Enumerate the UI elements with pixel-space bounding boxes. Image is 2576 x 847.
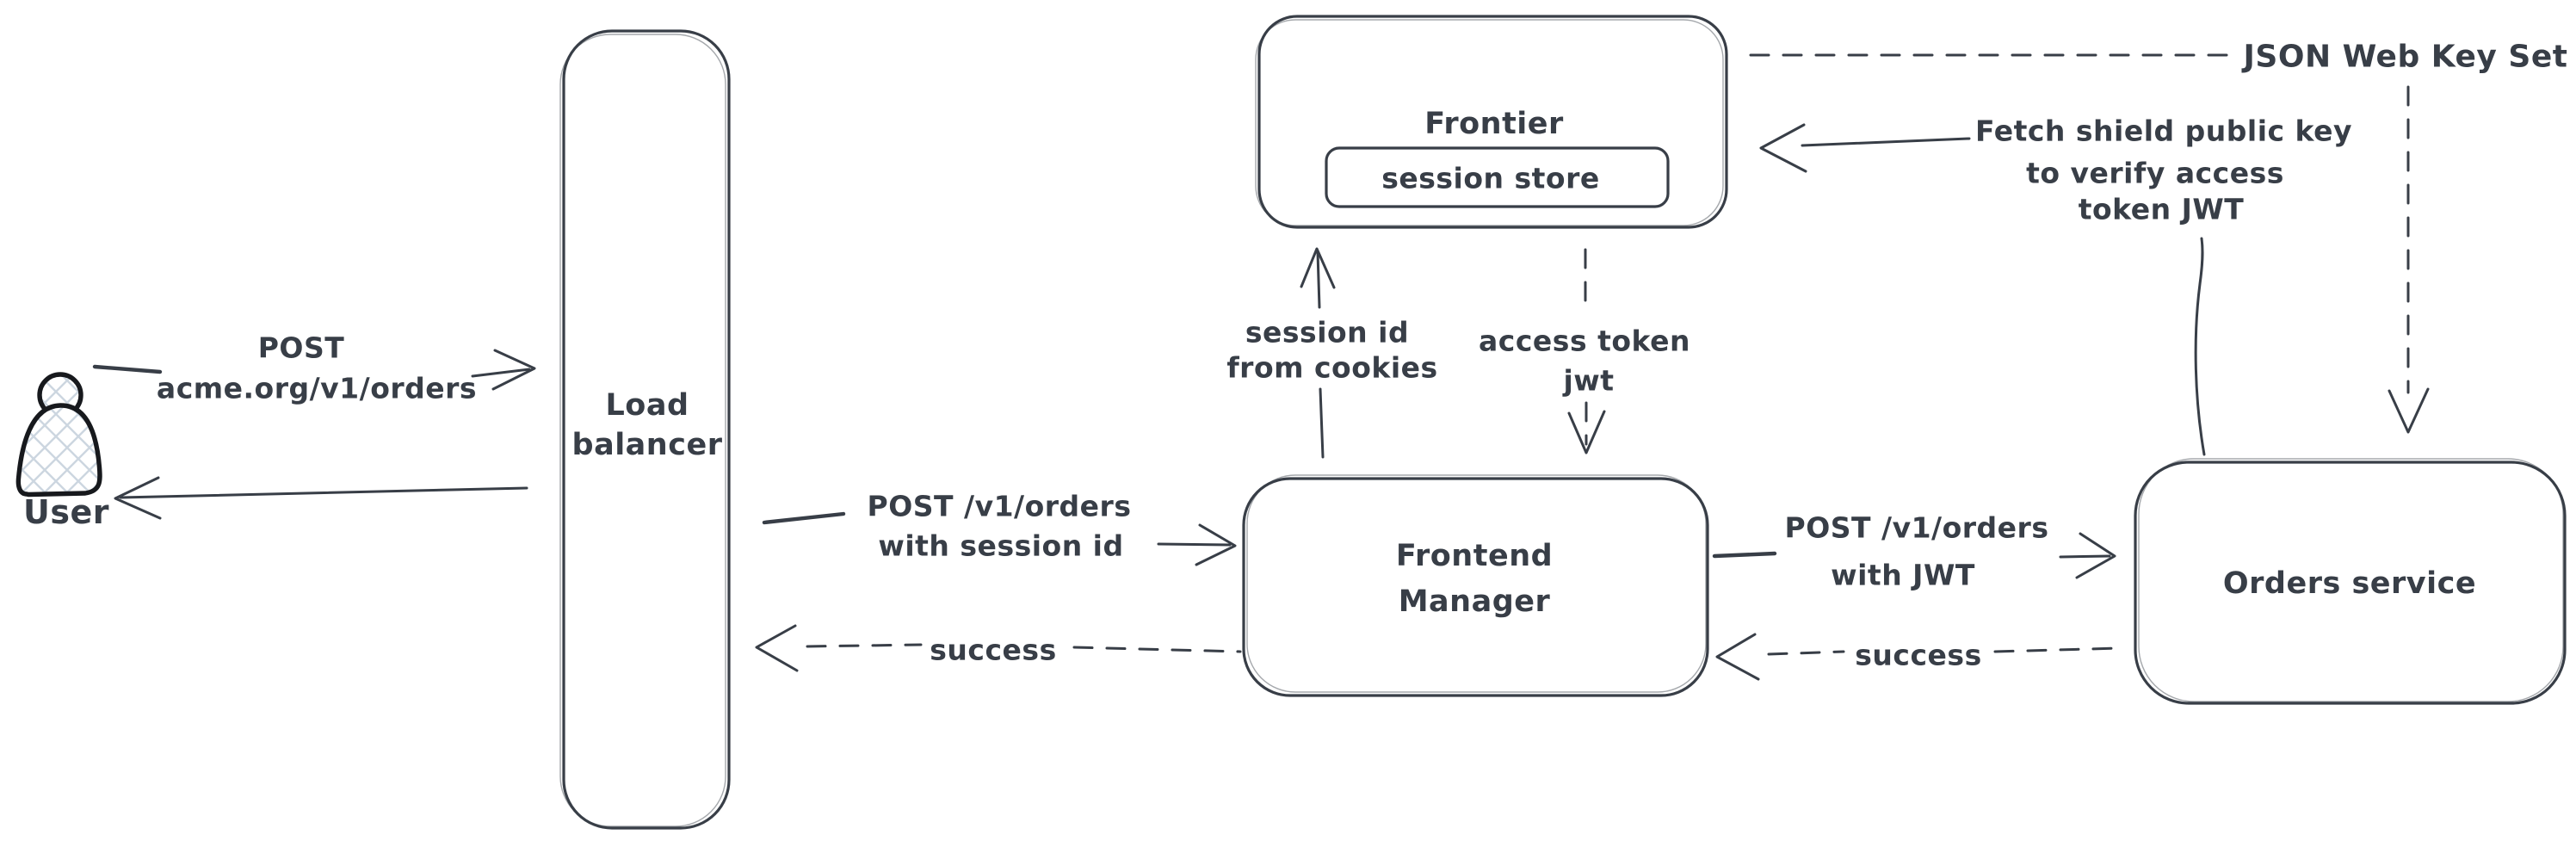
edge-label-access-token-line2: jwt [1561,364,1614,398]
orders-service-label: Orders service [2223,566,2476,601]
arrow-lb-to-fm-head [1195,523,1237,566]
arrow-orders-to-fm-head [1715,633,1760,681]
arrow-fm-to-frontier-shaft [1316,250,1321,309]
node-orders-service: Orders service [2134,458,2567,705]
arrow-user-to-lb-shaft [471,368,531,378]
edge-label-fetch-line3: token JWT [2079,193,2245,226]
arrow-fm-to-lb-dash-left [806,643,923,648]
arrow-jwks-head [2388,387,2430,434]
node-frontier: Frontier session store [1255,15,1728,229]
frontend-manager-box [1242,477,1709,697]
arrow-orders-to-frontier-fetch: Fetch shield public key to verify access… [1759,114,2352,456]
arrow-fm-to-orders-shaft [2059,554,2111,559]
arrow-fm-to-orders: POST /v1/orders with JWT [1712,511,2116,592]
frontend-manager-box-sketch-echo [1246,474,1707,693]
arrow-lb-to-fm-shaft [1157,542,1232,547]
orders-service-box [2134,461,2567,705]
edge-label-session-id-line1: session id [1245,316,1409,349]
arrow-fm-to-lb-head [755,624,799,672]
arrow-fm-to-orders-head [2075,532,2116,579]
load-balancer-box-sketch-echo [559,34,726,827]
edge-label-post-orders-jwt-line1: POST /v1/orders [1785,511,2049,545]
edge-label-jwks: JSON Web Key Set [2241,40,2568,75]
arrow-frontier-to-fm-head [1567,410,1606,454]
arrow-fm-to-frontier-head [1300,247,1336,289]
load-balancer-label-line2: balancer [572,428,723,462]
node-frontend-manager: Frontend Manager [1242,474,1709,697]
arrow-fm-to-lb-dash-right [1072,646,1242,653]
load-balancer-box [562,29,731,830]
node-load-balancer: Load balancer [559,29,731,830]
frontend-manager-label-line2: Manager [1399,584,1551,619]
arrow-frontier-to-fm: access token jwt [1479,248,1690,454]
edge-label-acme-url: acme.org/v1/orders [157,372,477,405]
edge-label-session-id-line2: from cookies [1226,351,1437,385]
arrow-fm-to-frontier: session id from cookies [1226,247,1437,459]
arrow-lb-to-frontend-manager: POST /v1/orders with session id [762,490,1237,566]
frontend-manager-label-line1: Frontend [1396,539,1553,573]
edge-label-success-left: success [930,634,1056,667]
frontier-box-sketch-echo [1255,19,1724,226]
edge-label-fetch-line2: to verify access [2026,157,2284,190]
arrow-fetch-head [1759,123,1807,173]
arrow-fetch-tail-curve [2194,237,2206,456]
arrow-user-to-load-balancer: POST acme.org/v1/orders [92,331,536,405]
arrow-user-to-lb-head [491,349,536,391]
user-icon-body [15,403,102,498]
edge-label-post: POST [258,331,345,365]
arrow-orders-to-fm-dash-left [1767,650,1845,656]
arrow-user-to-lb-tail [92,364,163,374]
node-user: User [15,372,109,531]
arrow-load-balancer-to-user [114,476,528,520]
session-store-box [1325,146,1670,208]
orders-service-box-sketch-echo [2138,458,2564,702]
edge-label-post-orders-jwt-line2: with JWT [1831,559,1975,592]
arrow-lb-to-fm-tail [762,511,846,525]
arrow-orders-to-fm-success: success [1715,633,2121,681]
arrow-fetch-shaft [1801,137,1971,147]
arrow-fm-to-orders-tail [1712,551,1777,559]
load-balancer-label-line1: Load [605,388,689,423]
arrow-fm-to-lb-success: success [755,624,1242,672]
arrow-lb-to-user-shaft [119,486,528,499]
edge-label-fetch-line1: Fetch shield public key [1975,114,2352,148]
edge-label-access-token-line1: access token [1479,325,1690,358]
edge-label-post-orders-session-line2: with session id [878,529,1123,563]
arrow-lb-to-user-head [114,476,162,520]
edge-label-post-orders-session-line1: POST /v1/orders [868,490,1132,523]
arrow-frontier-to-orders-jwks: JSON Web Key Set [1749,40,2568,434]
session-store-label: session store [1381,162,1600,195]
arrow-orders-to-fm-dash-right [1993,646,2121,653]
arrow-fm-to-frontier-tail [1319,387,1325,459]
edge-label-success-right: success [1855,639,1981,672]
user-label: User [23,493,109,531]
frontier-title: Frontier [1424,107,1564,141]
